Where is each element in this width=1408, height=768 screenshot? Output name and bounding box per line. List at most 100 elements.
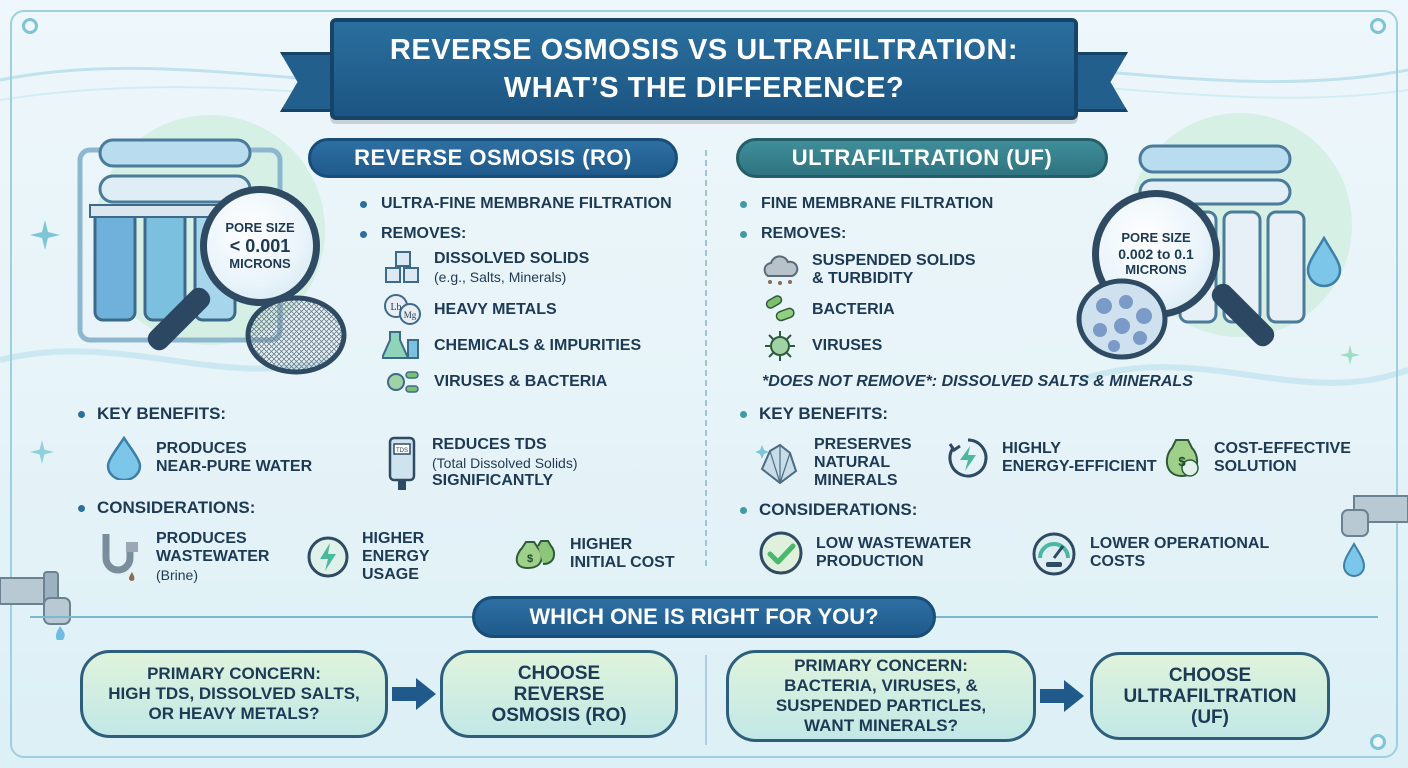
ro-pore-unit: MICRONS	[229, 256, 291, 271]
ro-remove-dissolved-solids: DISSOLVED SOLIDS (e.g., Salts, Minerals)	[382, 250, 589, 286]
line: PRIMARY CONCERN:	[147, 664, 321, 683]
line: OR HEAVY METALS?	[148, 704, 320, 723]
line: WANT MINERALS?	[804, 716, 958, 735]
virus-bacteria-icon	[387, 371, 419, 393]
metal-symbol-mg: Mg	[404, 310, 417, 320]
ro-remove-heavy-metals: Lb Mg HEAVY METALS	[382, 292, 557, 328]
line: WASTEWATER	[156, 548, 270, 565]
line: ENERGY	[362, 548, 430, 565]
water-drop-icon	[1306, 236, 1342, 288]
sub-label: (e.g., Salts, Minerals)	[434, 269, 567, 285]
line: PRIMARY CONCERN:	[794, 656, 968, 675]
line: SIGNIFICANTLY	[432, 472, 554, 489]
label: VIRUSES & BACTERIA	[434, 373, 608, 390]
line: HIGH TDS, DISSOLVED SALTS,	[108, 684, 360, 703]
ro-key-benefits-heading: KEY BENEFITS:	[78, 404, 226, 424]
uf-remove-suspended-solids: SUSPENDED SOLIDS& TURBIDITY	[760, 252, 976, 288]
line: USAGE	[362, 566, 419, 583]
decision-rule-left	[30, 616, 472, 618]
line: COSTS	[1090, 553, 1146, 570]
line: MINERALS	[814, 472, 898, 489]
decision-divider	[705, 655, 707, 745]
corner-ornament	[1370, 734, 1386, 750]
crystal-icon	[756, 443, 798, 485]
ro-remove-viruses-bacteria: VIRUSES & BACTERIA	[382, 364, 607, 400]
ro-answer-box: CHOOSE REVERSE OSMOSIS (RO)	[440, 650, 678, 738]
ro-membrane-mesh-icon	[245, 295, 347, 375]
line: REDUCES TDS	[432, 436, 547, 453]
energy-cycle-icon	[948, 438, 988, 478]
ro-section-header: REVERSE OSMOSIS (RO)	[308, 138, 678, 178]
line: PRESERVES	[814, 436, 912, 453]
beaker-icon	[382, 331, 419, 359]
line: (Brine)	[156, 567, 199, 583]
ro-bullet-removes: REMOVES:	[360, 225, 466, 243]
uf-remove-bacteria: BACTERIA	[760, 292, 895, 328]
line: SUSPENDED PARTICLES,	[775, 696, 987, 715]
bacteria-icon	[765, 295, 795, 322]
line: ENERGY-EFFICIENT	[1002, 458, 1157, 475]
corner-ornament	[22, 18, 38, 34]
uf-considerations-heading: CONSIDERATIONS:	[740, 500, 917, 520]
line: (UF)	[1191, 706, 1229, 728]
uf-membrane-pores-icon	[1076, 278, 1168, 360]
line: HIGHLY	[1002, 440, 1061, 457]
line: NEAR-PURE WATER	[156, 458, 313, 475]
line: SUSPENDED SOLIDS	[812, 252, 976, 269]
water-drop-icon	[106, 436, 142, 480]
virus-icon	[765, 331, 795, 361]
uf-pore-label: PORE SIZE	[1121, 230, 1191, 245]
line: CHOOSE	[517, 662, 601, 684]
line: PRODUCES	[156, 530, 247, 547]
uf-bullet-filtration: FINE MEMBRANE FILTRATION	[740, 195, 993, 213]
uf-pore-value: 0.002 to 0.1	[1118, 246, 1194, 262]
ro-benefit-reduces-tds: TDS REDUCES TDS (Total Dissolved Solids)S…	[384, 434, 578, 492]
ro-remove-chemicals: CHEMICALS & IMPURITIES	[382, 328, 641, 364]
line: HIGHER	[362, 530, 425, 547]
tds-meter-label: TDS	[396, 448, 408, 454]
line: LOW WASTEWATER	[816, 535, 972, 552]
uf-section-header: ULTRAFILTRATION (UF)	[736, 138, 1108, 178]
svg-text:$: $	[1178, 454, 1186, 469]
decision-rule-right	[936, 616, 1378, 618]
title-banner: REVERSE OSMOSIS VS ULTRAFILTRATION: WHAT…	[330, 18, 1078, 120]
label: VIRUSES	[812, 337, 883, 354]
line: & TURBIDITY	[812, 270, 914, 287]
uf-bullet-removes: REMOVES:	[740, 225, 846, 243]
drain-pipe-icon	[102, 534, 138, 581]
title-line-1: REVERSE OSMOSIS VS ULTRAFILTRATION:	[389, 34, 1019, 66]
uf-arrow-icon	[1040, 680, 1084, 712]
line: (Total Dissolved Solids)	[432, 455, 578, 471]
gauge-icon	[1032, 532, 1076, 576]
ro-pore-label: PORE SIZE	[225, 220, 295, 235]
line: INITIAL COST	[570, 554, 675, 571]
column-divider	[705, 150, 707, 570]
cubes-icon	[385, 251, 419, 283]
uf-pore-unit: MICRONS	[1125, 262, 1187, 277]
money-bag-icon: $	[1165, 439, 1199, 478]
cloud-particles-icon	[763, 255, 799, 285]
ro-bullet-filtration: ULTRA-FINE MEMBRANE FILTRATION	[360, 195, 672, 213]
label: BACTERIA	[812, 301, 895, 318]
metal-symbols-icon: Lb Mg	[384, 294, 421, 325]
money-bags-icon: $	[515, 540, 556, 570]
ro-pore-value: < 0.001	[229, 236, 291, 256]
label: DISSOLVED SOLIDS	[434, 250, 590, 267]
svg-text:$: $	[527, 553, 533, 565]
line: SOLUTION	[1214, 458, 1297, 475]
sparkle-icon	[30, 440, 54, 464]
tds-meter-icon: TDS	[388, 436, 416, 490]
uf-key-benefits-heading: KEY BENEFITS:	[740, 404, 888, 424]
line: PRODUCTION	[816, 553, 924, 570]
line: NATURAL	[814, 454, 891, 471]
line: OSMOSIS (RO)	[491, 704, 627, 726]
label: HEAVY METALS	[434, 301, 557, 318]
sparkle-icon	[30, 220, 60, 250]
